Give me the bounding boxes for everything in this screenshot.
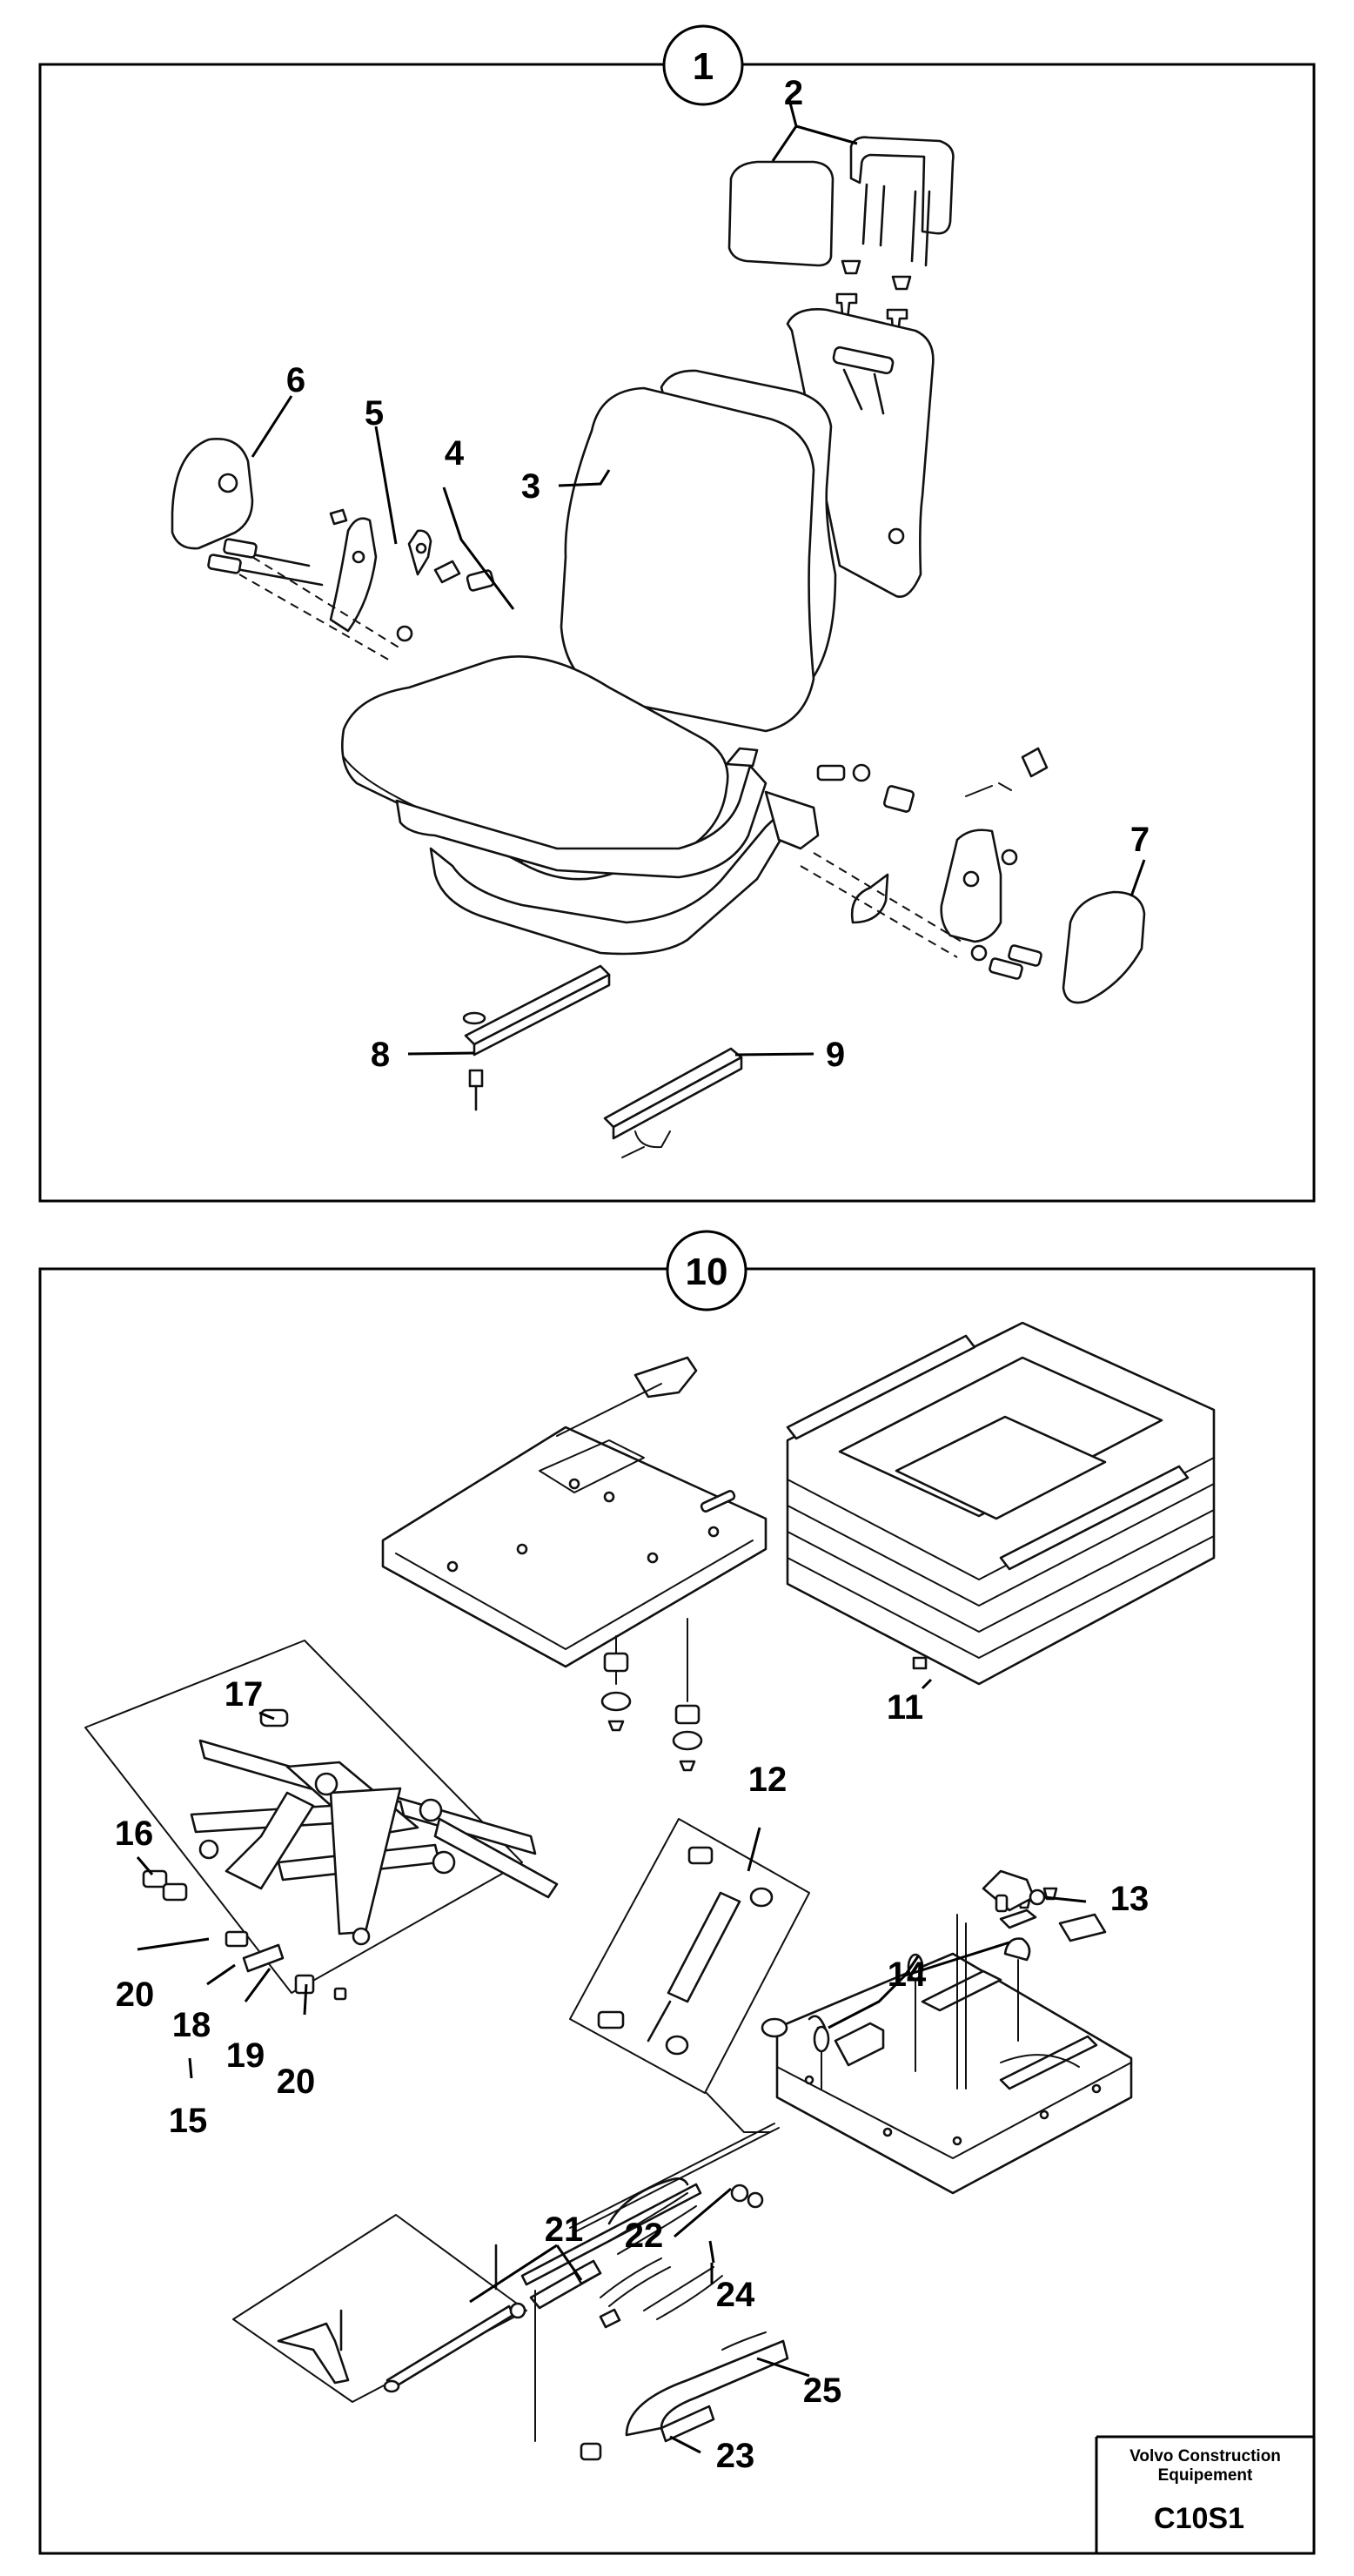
callout-7: 7 [1130, 821, 1150, 859]
backrest-part[interactable] [560, 308, 935, 733]
title-block: Volvo Construction Equipement C10S1 [1095, 2435, 1314, 2554]
left-rail-part[interactable] [462, 964, 611, 1111]
headrest-part[interactable] [727, 136, 955, 345]
drawing-code: C10S1 [1154, 2502, 1244, 2535]
suspension-assembly-badge[interactable] [666, 1230, 747, 1311]
suspension-assembly-panel: 10 [38, 1230, 1316, 2555]
callout-20-right: 20 [277, 2063, 316, 2101]
callout-2: 2 [784, 74, 803, 112]
callout-23: 23 [716, 2437, 755, 2475]
callout-5: 5 [365, 394, 384, 433]
callout-24: 24 [716, 2276, 755, 2314]
callout-14: 14 [888, 1955, 927, 1994]
callout-6: 6 [286, 361, 305, 399]
callout-9: 9 [826, 1036, 845, 1074]
callout-11: 11 [887, 1688, 923, 1727]
callout-16: 16 [115, 1815, 154, 1853]
lever-assembly-part[interactable] [232, 2123, 789, 2461]
callout-17: 17 [225, 1675, 264, 1714]
callout-15: 15 [169, 2102, 208, 2140]
suspension-assembly-number: 10 [686, 1251, 728, 1293]
callout-3: 3 [521, 467, 540, 506]
callout-22: 22 [625, 2217, 664, 2255]
callout-19: 19 [226, 2036, 265, 2075]
left-bracket-part[interactable] [207, 508, 495, 662]
top-plate-part[interactable] [381, 1356, 767, 1668]
base-plate-part[interactable] [761, 1952, 1133, 2195]
rubber-mounts-part[interactable] [600, 1618, 703, 1772]
right-rail-part[interactable] [603, 1047, 743, 1158]
callout-12: 12 [748, 1761, 788, 1799]
scissor-linkage-part[interactable] [84, 1640, 559, 2001]
left-cover-part[interactable] [171, 437, 254, 550]
callout-13: 13 [1110, 1880, 1150, 1918]
seat-cushion-part[interactable] [341, 655, 820, 956]
callout-18: 18 [172, 2006, 211, 2044]
seat-assembly-number: 1 [693, 45, 714, 88]
suspension-leaders [136, 1678, 1087, 2454]
seat-assembly-badge[interactable] [662, 24, 744, 106]
callout-21: 21 [545, 2210, 584, 2249]
switch-part[interactable] [956, 1869, 1046, 2090]
callout-4: 4 [445, 434, 465, 473]
brand-line-2: Equipement [1158, 2466, 1253, 2485]
callout-20-left: 20 [116, 1976, 155, 2014]
right-cover-part[interactable] [800, 747, 1146, 1004]
seat-assembly-panel: 1 [38, 24, 1316, 1203]
gas-strut-part[interactable] [569, 1818, 810, 2133]
cap-plugs-part[interactable] [808, 1887, 1107, 2090]
callout-25: 25 [803, 2371, 842, 2410]
callout-8: 8 [371, 1036, 390, 1074]
seat-leaders [251, 102, 1146, 1057]
bellows-part[interactable] [786, 1321, 1216, 1686]
brand-line-1: Volvo Construction [1129, 2447, 1281, 2465]
